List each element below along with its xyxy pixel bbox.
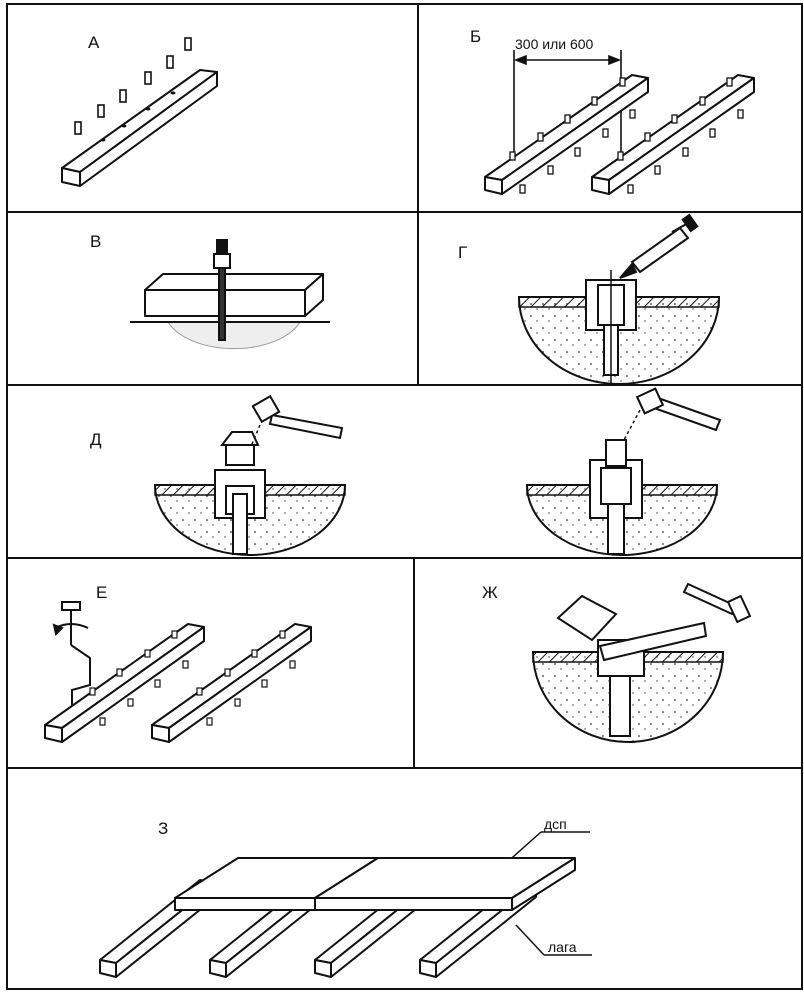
panel-g: Г [458, 213, 721, 385]
bolts-row [509, 77, 744, 194]
drill [213, 239, 231, 341]
joist-being-drilled [144, 273, 324, 317]
hammer-zh [682, 582, 752, 624]
board-callout-label: дсп [544, 816, 567, 832]
syringe [619, 213, 699, 279]
joist-pair [484, 74, 755, 195]
panel-d: Д [90, 387, 722, 556]
panel-e-label: Е [96, 583, 107, 602]
joist-callout-label: лага [548, 939, 577, 955]
panel-e: Е [44, 583, 312, 743]
particle-boards [174, 857, 576, 911]
panel-zh: Ж [482, 582, 752, 743]
panel-b: Б 300 или 600 [470, 27, 755, 195]
joists-leveling [44, 623, 312, 743]
panel-v-label: В [90, 232, 101, 251]
panel-d-label: Д [90, 430, 102, 449]
panel-grid [6, 3, 803, 990]
panel-a-label: А [88, 33, 100, 52]
panel-a: А [61, 33, 218, 187]
panel-g-label: Г [458, 243, 467, 262]
panel-z: З дсп лага [99, 816, 592, 978]
panel-z-label: З [158, 819, 168, 838]
panel-b-label: Б [470, 27, 481, 46]
joist-with-holes [61, 69, 218, 187]
hammer-left [251, 394, 344, 440]
panel-v: В [90, 232, 330, 350]
leveling-key [52, 601, 91, 730]
hammer-right [635, 387, 722, 432]
anchor-bolts [74, 37, 192, 135]
panel-zh-label: Ж [482, 583, 498, 602]
spacing-dimension: 300 или 600 [515, 36, 594, 52]
